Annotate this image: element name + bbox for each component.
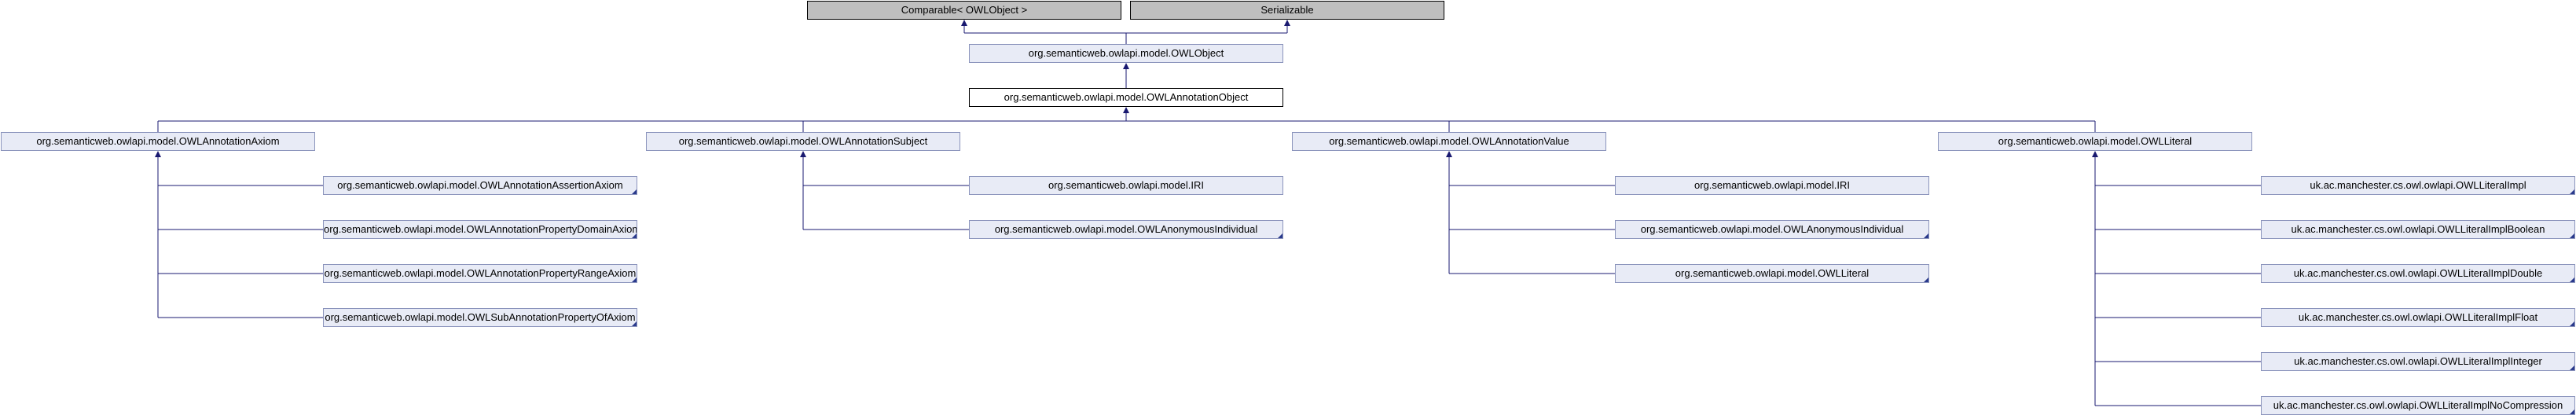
node-annotation-axiom[interactable]: org.semanticweb.owlapi.model.OWLAnnotati…	[1, 132, 315, 151]
node-owlobject[interactable]: org.semanticweb.owlapi.model.OWLObject	[969, 44, 1283, 63]
edge-arrowhead	[961, 20, 967, 26]
node-annotation-property-range-axiom[interactable]: org.semanticweb.owlapi.model.OWLAnnotati…	[323, 264, 637, 283]
node-literal-impl-integer[interactable]: uk.ac.manchester.cs.owl.owlapi.OWLLitera…	[2261, 352, 2575, 371]
node-subject-iri[interactable]: org.semanticweb.owlapi.model.IRI	[969, 176, 1283, 195]
node-annotation-property-domain-axiom[interactable]: org.semanticweb.owlapi.model.OWLAnnotati…	[323, 220, 637, 239]
node-value-anonymous-individual[interactable]: org.semanticweb.owlapi.model.OWLAnonymou…	[1615, 220, 1929, 239]
edge-arrowhead	[800, 151, 806, 157]
edge-arrowhead	[155, 151, 161, 157]
node-literal-impl-no-compression[interactable]: uk.ac.manchester.cs.owl.owlapi.OWLLitera…	[2261, 396, 2575, 415]
node-annotation-value[interactable]: org.semanticweb.owlapi.model.OWLAnnotati…	[1292, 132, 1606, 151]
edge-arrowhead	[1284, 20, 1290, 26]
node-literal[interactable]: org.semanticweb.owlapi.model.OWLLiteral	[1938, 132, 2252, 151]
node-sub-annotation-property-of-axiom[interactable]: org.semanticweb.owlapi.model.OWLSubAnnot…	[323, 308, 637, 327]
node-value-iri[interactable]: org.semanticweb.owlapi.model.IRI	[1615, 176, 1929, 195]
node-comparable[interactable]: Comparable< OWLObject >	[807, 1, 1121, 20]
node-literal-impl-boolean[interactable]: uk.ac.manchester.cs.owl.owlapi.OWLLitera…	[2261, 220, 2575, 239]
node-literal-impl-float[interactable]: uk.ac.manchester.cs.owl.owlapi.OWLLitera…	[2261, 308, 2575, 327]
node-literal-impl[interactable]: uk.ac.manchester.cs.owl.owlapi.OWLLitera…	[2261, 176, 2575, 195]
node-serializable[interactable]: Serializable	[1130, 1, 1444, 20]
edge-arrowhead	[1123, 63, 1129, 69]
node-annotation-object[interactable]: org.semanticweb.owlapi.model.OWLAnnotati…	[969, 88, 1283, 107]
node-annotation-subject[interactable]: org.semanticweb.owlapi.model.OWLAnnotati…	[646, 132, 960, 151]
node-value-literal[interactable]: org.semanticweb.owlapi.model.OWLLiteral	[1615, 264, 1929, 283]
edge-arrowhead	[1123, 107, 1129, 113]
node-subject-anonymous-individual[interactable]: org.semanticweb.owlapi.model.OWLAnonymou…	[969, 220, 1283, 239]
node-literal-impl-double[interactable]: uk.ac.manchester.cs.owl.owlapi.OWLLitera…	[2261, 264, 2575, 283]
node-annotation-assertion-axiom[interactable]: org.semanticweb.owlapi.model.OWLAnnotati…	[323, 176, 637, 195]
edge-arrowhead	[1446, 151, 1452, 157]
edge-arrowhead	[2092, 151, 2098, 157]
